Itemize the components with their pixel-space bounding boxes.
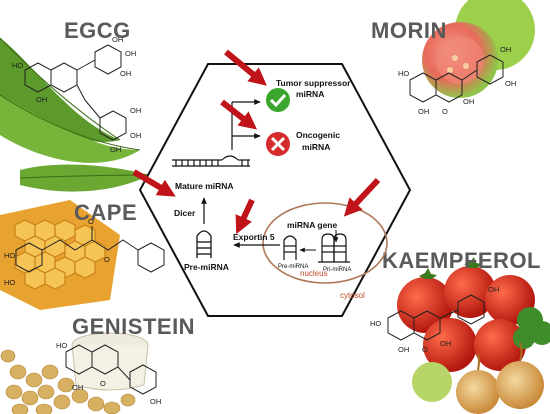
vegetables-image (397, 257, 550, 414)
nucleus-label: nucleus (300, 269, 328, 278)
pre-mirna-label: Pre-miRNA (184, 262, 229, 272)
pre-mirna-hairpin (196, 230, 212, 258)
o-label: O (100, 379, 106, 388)
oh-label: OH (505, 79, 516, 88)
oh-label: OH (125, 49, 136, 58)
pri-mirna-hairpin (318, 233, 350, 263)
red-arrow-egcg-top (220, 99, 258, 130)
red-arrow-morin (224, 49, 267, 86)
oh-label: OH (463, 97, 474, 106)
mature-mirna-duplex (172, 155, 250, 167)
oh-label: OH (120, 69, 131, 78)
ho-label: HO (56, 341, 67, 350)
oh-label: OH (36, 95, 47, 104)
kaempferol-structure (387, 294, 485, 341)
oh-label: OH (398, 345, 409, 354)
oh-label: OH (418, 107, 429, 116)
nuclear-pre-mirna-hairpin (283, 235, 297, 260)
nuclear-pre-mirna-label: Pre-miRNA (278, 264, 308, 270)
red-arrows (132, 49, 381, 235)
cape-structure (15, 226, 165, 273)
genistein-structure (65, 344, 157, 395)
red-arrow-kaempferol (343, 177, 381, 217)
ho-label: HO (4, 278, 15, 287)
oncogenic-line1: Oncogenic (296, 130, 340, 140)
oh-label: OH (440, 339, 451, 348)
pri-mirna-label: Pri-miRNA (323, 267, 351, 273)
morin-title: MORIN (371, 18, 447, 43)
o-label: O (422, 345, 428, 354)
oh-label: OH (110, 145, 121, 154)
o-label: O (442, 107, 448, 116)
cytosol-label: cytosol (340, 291, 365, 300)
oncogenic-line2: miRNA (302, 142, 330, 152)
mature-mirna-label: Mature miRNA (175, 181, 234, 191)
tea-leaves-image (0, 37, 151, 192)
soybeans-image (0, 332, 149, 414)
morin-structure (409, 54, 504, 103)
tumor-suppressor-line1: Tumor suppressor (276, 78, 351, 88)
oh-label: OH (72, 383, 83, 392)
oh-label: OH (130, 106, 141, 115)
genistein-title: GENISTEIN (72, 314, 195, 339)
o-label: O (88, 217, 94, 226)
ho-label: HO (398, 69, 409, 78)
oh-label: OH (488, 285, 499, 294)
tumor-suppressor-line2: miRNA (296, 89, 324, 99)
o-label: O (104, 255, 110, 264)
cape-title: CAPE (74, 200, 137, 225)
oh-label: OH (130, 131, 141, 140)
cross-icon (266, 132, 290, 156)
red-arrow-cape (235, 198, 255, 235)
oh-label: OH (500, 45, 511, 54)
ho-label: HO (4, 251, 15, 260)
ho-label: HO (370, 319, 381, 328)
honeycomb-image (0, 200, 120, 310)
check-icon (266, 88, 290, 112)
red-arrow-egcg-left (132, 169, 176, 197)
nucleus-ring (262, 202, 388, 284)
oh-label: OH (112, 35, 123, 44)
dicer-label: Dicer (174, 208, 196, 218)
oh-label: OH (150, 397, 161, 406)
egcg-structure (24, 44, 127, 141)
central-hexagon (138, 63, 412, 317)
exportin-label: Exportin 5 (233, 232, 275, 242)
guava-image (422, 0, 535, 98)
chem-labels: OH OH OH HO OH OH OH OH HO OH OH OH O OH… (4, 35, 516, 406)
kaempferol-title: KAEMPFEROL (382, 248, 541, 273)
mirna-gene-label: miRNA gene (287, 220, 337, 230)
ho-label: HO (12, 61, 23, 70)
egcg-title: EGCG (64, 18, 131, 43)
